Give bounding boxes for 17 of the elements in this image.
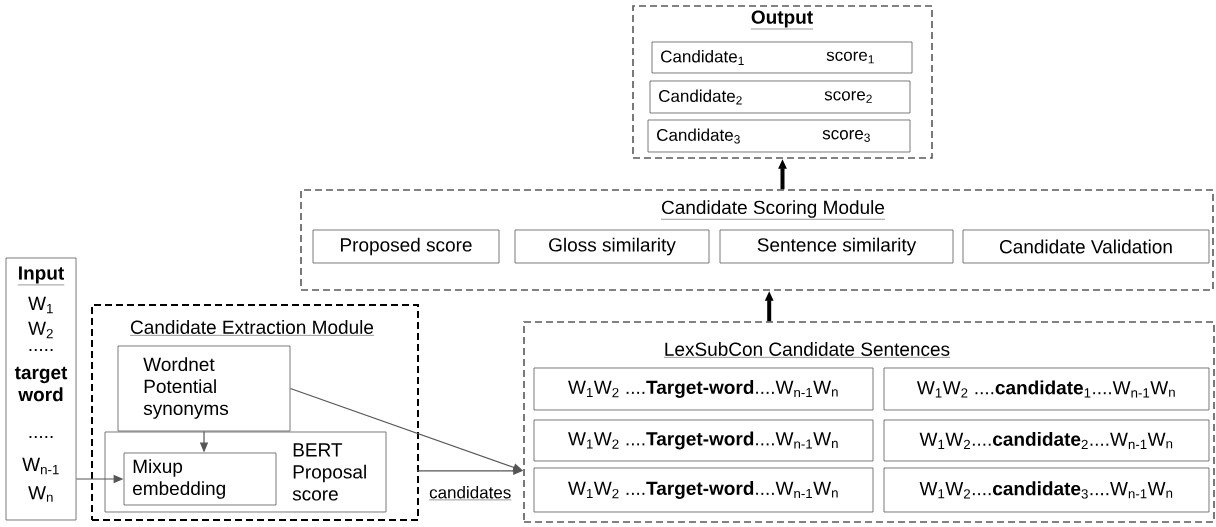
input-box: Input W$_{1}$ W$_{2}$ ..... target word ..... W$_{n-1}$ W$_{n}$ bbox=[5, 257, 77, 521]
sentence-box: W$_{1}$W$_{2}$ ....Target-word....W$_{n-1}$W$_{n}$ bbox=[533, 367, 874, 411]
sentence-box: W$_{1}$W$_{2}$ ....candidate$_{1}$....W$_{n-1}$W$_{n}$ bbox=[883, 367, 1210, 411]
text-box: Wordnet Potential synonyms bbox=[117, 345, 291, 432]
text-box: Mixup embedding bbox=[123, 452, 277, 506]
score-box: Sentence similarity bbox=[719, 229, 954, 264]
result-row: Candidate$_{1}$ score$_{1}$ bbox=[651, 41, 913, 74]
result-row: Candidate$_{3}$ score$_{3}$ bbox=[647, 119, 911, 153]
result-row: Candidate$_{2}$ score$_{2}$ bbox=[649, 80, 911, 114]
score-box: Proposed score bbox=[312, 229, 500, 264]
sentence-box: W$_{1}$W$_{2}$ ....Target-word....W$_{n-1}$W$_{n}$ bbox=[533, 419, 874, 462]
sentence-box: W$_{1}$W$_{2}$....candidate$_{2}$....W$_{n-1}$W$_{n}$ bbox=[883, 419, 1210, 462]
sentence-box: W$_{1}$W$_{2}$ ....Target-word....W$_{n-1}$W$_{n}$ bbox=[533, 467, 874, 513]
sentence-box: W$_{1}$W$_{2}$....candidate$_{3}$....W$_{n-1}$W$_{n}$ bbox=[883, 467, 1210, 513]
score-box: Candidate Validation bbox=[962, 229, 1210, 264]
edge-label: candidates bbox=[428, 485, 513, 502]
score-box: Gloss similarity bbox=[514, 229, 710, 264]
